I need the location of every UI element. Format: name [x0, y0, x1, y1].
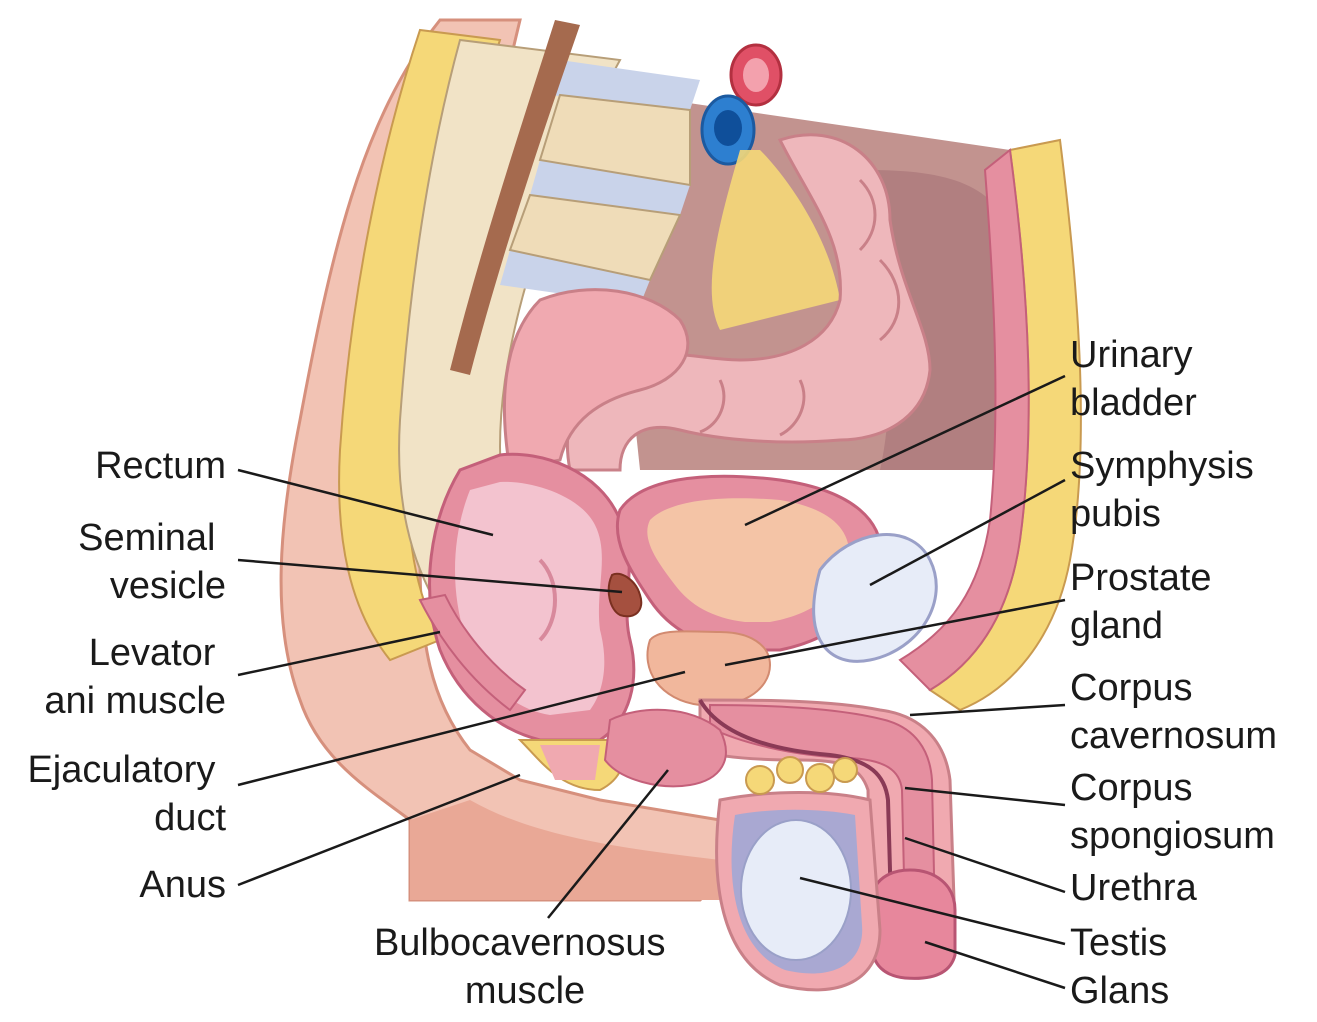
levator-ani-shape [418, 593, 527, 712]
label-corpus-spongiosum-line1: Corpus [1070, 767, 1193, 809]
leader-glans [924, 940, 1066, 990]
leader-corpus-spongiosum [904, 786, 1066, 807]
vein-lumen [714, 110, 742, 146]
label-corpus-cavernosum-line2: cavernosum [1070, 715, 1277, 757]
anal-canal [540, 745, 600, 780]
vertebral-disc-2 [530, 160, 690, 215]
fat-lobule-3 [805, 763, 835, 793]
label-rectum: Rectum [95, 445, 226, 487]
label-glans: Glans [1070, 970, 1169, 1012]
label-corpus-spongiosum-line2: spongiosum [1070, 815, 1275, 857]
bladder-lumen [647, 498, 850, 622]
mesentery [711, 150, 840, 330]
prostate-shape [646, 630, 772, 707]
label-prostate-gland-line1: Prostate [1070, 557, 1212, 599]
fat-lobule-2 [776, 756, 804, 784]
fat-lobule-4 [832, 757, 858, 783]
penis [698, 698, 957, 980]
label-urethra-line1: Urethra [1070, 867, 1198, 909]
label-anus-line1: Anus [139, 864, 226, 906]
rectum-lumen [455, 481, 605, 715]
label-seminal-vesicle-line1: Seminal [78, 517, 215, 559]
label-anus: Anus [139, 864, 226, 906]
urethra-shape [698, 698, 894, 941]
leader-corpus-cavernosum [909, 703, 1066, 717]
label-corpus-cavernosum: Corpus cavernosum [1070, 667, 1277, 757]
colon-haustra-3 [779, 379, 806, 437]
label-testis: Testis [1070, 922, 1167, 964]
leader-levator-ani [237, 630, 441, 677]
labels-right: Urinary bladder Symphysis pubis Prostate… [1070, 334, 1277, 1012]
label-corpus-cavernosum-line1: Corpus [1070, 667, 1193, 709]
colon-loop-upper [565, 133, 932, 472]
label-corpus-spongiosum: Corpus spongiosum [1070, 767, 1275, 857]
glans-shape [870, 868, 957, 980]
leader-rectum [237, 468, 494, 537]
leader-anus [237, 773, 521, 887]
labels-bottom: Bulbocavernosus muscle [374, 922, 676, 1012]
colon-haustra-2 [878, 258, 901, 342]
spinal-canal [450, 20, 580, 375]
label-ejaculatory-duct-line2: duct [154, 797, 226, 839]
testis-shape [740, 819, 852, 961]
label-seminal-vesicle: Seminal vesicle [78, 517, 226, 607]
label-levator-ani-muscle: Levator ani muscle [44, 632, 226, 722]
vertebral-body [508, 93, 691, 282]
abdominal-wall-muscle [898, 148, 1030, 692]
leader-bulbocavernosus [547, 769, 669, 919]
rectum-fold [538, 558, 557, 642]
colon-loop-left [502, 288, 690, 472]
rectum [428, 452, 636, 742]
fat-lobule-1 [745, 765, 775, 795]
label-prostate-gland-line2: gland [1070, 605, 1163, 647]
artery-lumen [743, 58, 769, 92]
label-symphysis-pubis: Symphysis pubis [1070, 445, 1264, 535]
leader-prostate-gland [724, 598, 1066, 667]
label-ejaculatory-duct-line1: Ejaculatory [27, 749, 215, 791]
seminal-vesicle-shape [607, 572, 643, 618]
leader-urinary-bladder [744, 374, 1066, 527]
leader-symphysis-pubis [869, 478, 1066, 587]
labels-left: Rectum Seminal vesicle Levator ani muscl… [27, 445, 226, 906]
label-seminal-vesicle-line2: vesicle [110, 565, 226, 607]
label-urinary-bladder: Urinary bladder [1070, 334, 1203, 424]
label-rectum-line1: Rectum [95, 445, 226, 487]
abdominal-wall [898, 138, 1082, 712]
label-ejaculatory-duct: Ejaculatory duct [27, 749, 226, 839]
label-glans-line1: Glans [1070, 970, 1169, 1012]
leader-seminal-vesicle [237, 558, 623, 594]
anatomy-illustration [279, 18, 1082, 992]
label-bulbocavernosus-muscle: Bulbocavernosus muscle [374, 922, 676, 1012]
label-bulbocavernosus-muscle-line1: Bulbocavernosus [374, 922, 666, 964]
leader-testis [799, 876, 1066, 946]
bulbocavernosus-shape [603, 708, 727, 788]
scrotum [715, 756, 882, 992]
label-urinary-bladder-line2: bladder [1070, 382, 1197, 424]
sigmoid-colon [502, 133, 932, 472]
label-testis-line1: Testis [1070, 922, 1167, 964]
label-symphysis-pubis-line2: pubis [1070, 493, 1161, 535]
label-urethra: Urethra [1070, 867, 1198, 909]
label-levator-ani-muscle-line2: ani muscle [44, 680, 226, 722]
label-levator-ani-muscle-line1: Levator [89, 632, 216, 674]
colon-haustra-1 [858, 178, 877, 252]
thigh-skin [410, 800, 720, 900]
colon-haustra-4 [699, 379, 726, 434]
leader-ejaculatory-duct [237, 670, 686, 787]
label-prostate-gland: Prostate gland [1070, 557, 1222, 647]
label-symphysis-pubis-line1: Symphysis [1070, 445, 1254, 487]
label-urinary-bladder-line1: Urinary [1070, 334, 1192, 376]
leader-urethra [904, 836, 1066, 894]
label-bulbocavernosus-muscle-line2: muscle [465, 970, 585, 1012]
leader-lines [237, 374, 1066, 990]
